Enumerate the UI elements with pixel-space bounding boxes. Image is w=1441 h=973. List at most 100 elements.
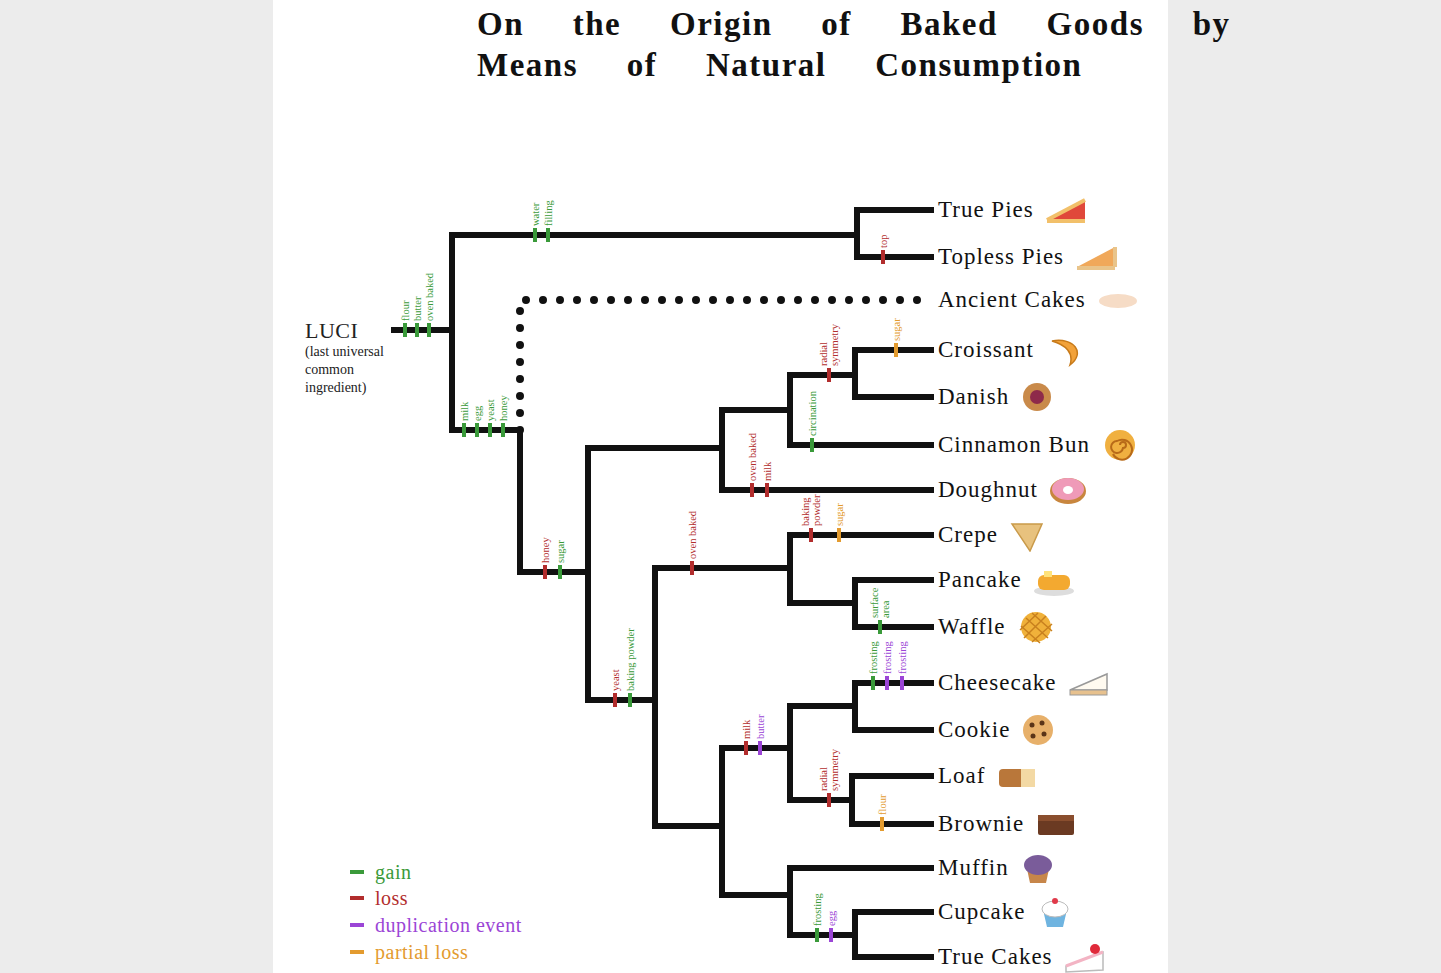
node-label: Crepe	[938, 521, 998, 549]
legend-text: partial loss	[375, 939, 468, 965]
branch-line	[391, 330, 934, 700]
food-icon	[1044, 193, 1088, 227]
character-tick	[810, 438, 814, 452]
food-icon	[1063, 940, 1107, 973]
node-label: Cookie	[938, 716, 1010, 744]
food-icon-part	[1113, 247, 1117, 267]
character-label: frosting	[882, 641, 893, 674]
food-icon-part	[1077, 266, 1115, 270]
character-tick	[628, 693, 632, 707]
character-label: sugar	[891, 318, 902, 341]
character-tick	[750, 483, 754, 497]
leaf-taxon: Croissant	[938, 336, 1034, 364]
character-tick	[871, 676, 875, 690]
tree-branch	[391, 235, 934, 330]
food-icon-part	[1021, 769, 1035, 787]
character-tick	[613, 693, 617, 707]
character-label: honey	[498, 395, 509, 421]
character-tick	[501, 423, 505, 437]
character-label: yeast	[485, 399, 496, 421]
branch-line	[391, 330, 520, 430]
food-icon-part	[1063, 486, 1073, 494]
tree-branch	[391, 330, 934, 826]
character-tick	[415, 323, 419, 337]
tree-branch	[391, 330, 934, 935]
food-icon-part	[1047, 200, 1085, 220]
food-icon-part	[1023, 383, 1051, 411]
node-label: True Pies	[938, 196, 1034, 224]
food-icon-part	[1012, 524, 1042, 551]
leaf-taxon: Ancient Cakes	[938, 286, 1086, 314]
food-icon-part	[1038, 815, 1074, 835]
node-label: Doughnut	[938, 476, 1038, 504]
character-tick	[880, 817, 884, 831]
food-icon-part	[1066, 952, 1103, 972]
node-label: Waffle	[938, 613, 1006, 641]
food-icon	[995, 759, 1039, 793]
character-tick	[815, 928, 819, 942]
character-tick	[885, 676, 889, 690]
character-label: radial symmetry	[818, 320, 840, 366]
leaf-taxon: Crepe	[938, 521, 998, 549]
food-icon-part	[1024, 855, 1052, 875]
tree-branch	[391, 330, 934, 895]
leaf-taxon: Muffin	[938, 854, 1009, 882]
character-label: radial symmetry	[818, 745, 840, 791]
character-tick	[827, 793, 831, 807]
food-icon-part	[1050, 478, 1086, 504]
food-icon	[1100, 428, 1144, 462]
leaf-taxon: Cinnamon Bun	[938, 431, 1090, 459]
character-tick	[894, 343, 898, 357]
legend-text: loss	[375, 885, 408, 911]
branch-line	[391, 330, 934, 826]
character-label: frosting	[897, 641, 908, 674]
node-label: Cinnamon Bun	[938, 431, 1090, 459]
character-tick	[809, 528, 813, 542]
food-icon-part	[1038, 575, 1070, 590]
food-icon	[1008, 518, 1052, 552]
food-icon	[1034, 807, 1078, 841]
character-tick	[546, 228, 550, 242]
food-icon	[1035, 895, 1079, 929]
branch-line	[391, 330, 934, 935]
branch-line	[391, 330, 934, 826]
node-label: Muffin	[938, 854, 1009, 882]
food-icon-part	[1020, 613, 1052, 643]
food-icon-part	[1105, 430, 1135, 460]
leaf-taxon: Cookie	[938, 716, 1010, 744]
character-label: butter	[412, 297, 423, 322]
food-icon-part	[1030, 723, 1035, 728]
character-tick	[878, 620, 882, 634]
tree-branch	[391, 330, 934, 826]
node-label: Loaf	[938, 762, 985, 790]
tree-branch	[391, 210, 934, 330]
tree-branch	[391, 330, 934, 700]
branch-line	[391, 330, 934, 700]
character-tick	[488, 423, 492, 437]
food-icon-part	[1021, 612, 1051, 642]
tree-branch	[391, 330, 934, 957]
character-label: sugar	[555, 540, 566, 563]
character-tick	[462, 423, 466, 437]
character-label: baking powder	[800, 490, 822, 526]
node-label: Ancient Cakes	[938, 286, 1086, 314]
character-label: flour	[400, 301, 411, 321]
character-tick	[837, 528, 841, 542]
node-label: Pancake	[938, 566, 1022, 594]
food-icon-part	[1070, 690, 1107, 695]
tree-branch	[391, 330, 934, 826]
character-tick	[829, 928, 833, 942]
leaf-taxon: Cheesecake	[938, 669, 1057, 697]
branch-line	[391, 330, 934, 895]
leaf-taxon: Loaf	[938, 762, 985, 790]
character-tick	[690, 561, 694, 575]
character-tick	[827, 368, 831, 382]
branch-line	[391, 330, 934, 826]
food-icon	[1019, 380, 1063, 414]
food-icon-part	[1099, 294, 1137, 308]
legend-swatch	[350, 896, 364, 900]
food-icon	[1044, 333, 1088, 367]
legend-swatch	[350, 870, 364, 874]
food-icon	[1032, 563, 1076, 597]
